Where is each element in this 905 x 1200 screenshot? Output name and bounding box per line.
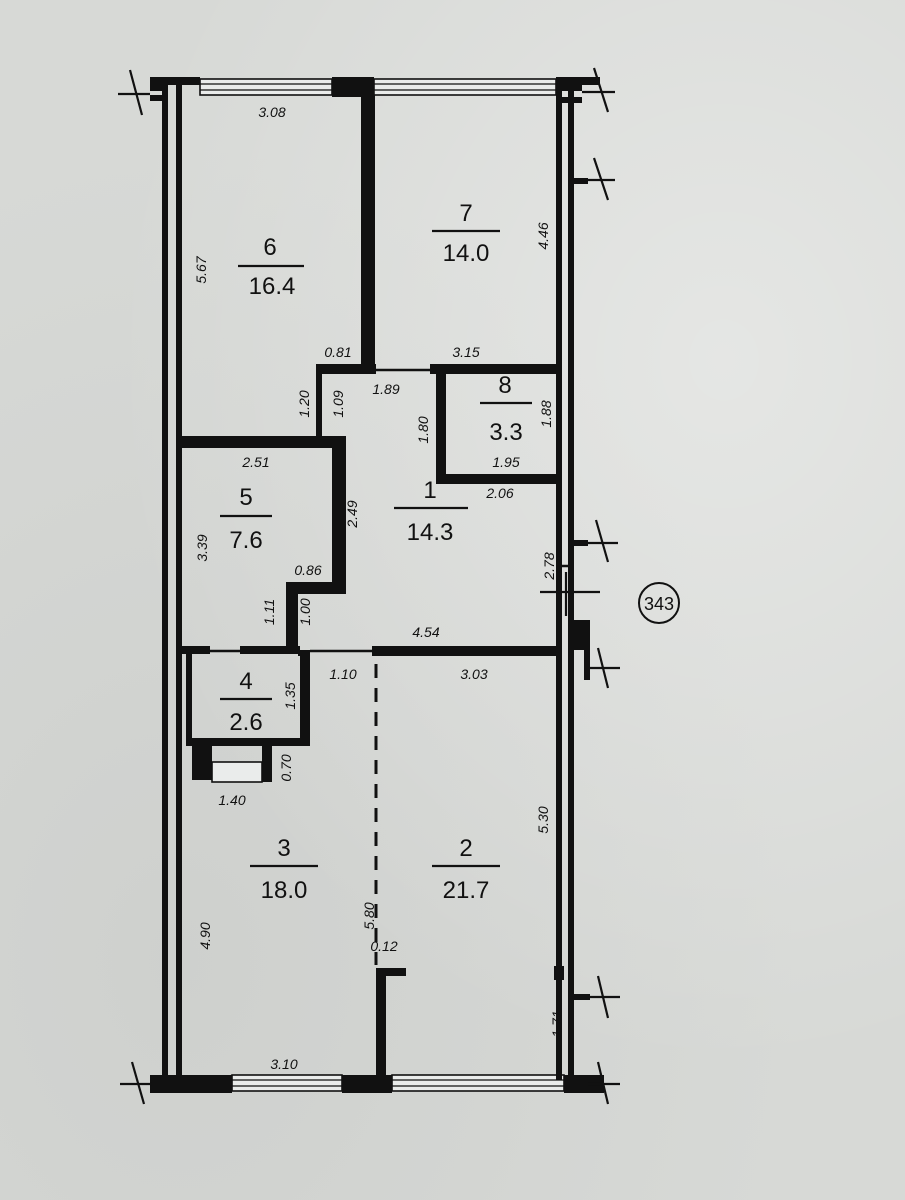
dim-2-49: 2.49 bbox=[344, 500, 360, 528]
room-7-area: 14.0 bbox=[443, 240, 490, 267]
room-2-area: 21.7 bbox=[443, 877, 490, 904]
dim-1-20: 1.20 bbox=[296, 390, 312, 417]
room-1-area: 14.3 bbox=[407, 519, 454, 546]
room-3-number: 3 bbox=[277, 835, 290, 862]
room-8-area: 3.3 bbox=[489, 419, 522, 446]
dim-3-08: 3.08 bbox=[258, 104, 285, 120]
room-4-area: 2.6 bbox=[229, 709, 262, 736]
top-window-right bbox=[373, 78, 557, 96]
interior-walls bbox=[182, 95, 564, 1078]
room-3-area: 18.0 bbox=[261, 877, 308, 904]
dim-1-35: 1.35 bbox=[282, 682, 298, 709]
outer-walls bbox=[150, 77, 604, 1093]
dim-3-39: 3.39 bbox=[194, 534, 210, 561]
dim-3-03: 3.03 bbox=[460, 666, 487, 682]
room-8-number: 8 bbox=[498, 372, 511, 399]
dim-0-12: 0.12 bbox=[370, 938, 397, 954]
room-2-label: 2 21.7 bbox=[432, 835, 500, 904]
room-5-area: 7.6 bbox=[229, 527, 262, 554]
room-1-label: 1 14.3 bbox=[394, 477, 468, 546]
room-6-number: 6 bbox=[263, 234, 276, 261]
dimension-labels: 3.08 5.67 4.46 0.81 3.15 1.20 1.09 1.89 … bbox=[193, 104, 565, 1072]
dim-4-46: 4.46 bbox=[535, 222, 551, 249]
dim-0-70: 0.70 bbox=[278, 754, 294, 781]
apartment-number: 343 bbox=[644, 594, 674, 614]
dim-2-06: 2.06 bbox=[485, 485, 513, 501]
dim-1-95: 1.95 bbox=[492, 454, 519, 470]
room-4-number: 4 bbox=[239, 668, 252, 695]
dim-2-78: 2.78 bbox=[541, 552, 557, 580]
dim-3-10: 3.10 bbox=[270, 1056, 297, 1072]
dim-4-90: 4.90 bbox=[197, 922, 213, 949]
door-lines bbox=[210, 368, 568, 653]
room-5-label: 5 7.6 bbox=[220, 484, 272, 554]
room-8-label: 8 3.3 bbox=[480, 372, 532, 446]
dim-1-71: 1.71 bbox=[549, 1010, 565, 1037]
bottom-window-right bbox=[391, 1074, 565, 1092]
dim-1-80: 1.80 bbox=[415, 416, 431, 443]
dim-0-81: 0.81 bbox=[324, 344, 351, 360]
dim-5-30: 5.30 bbox=[535, 806, 551, 833]
room-6-area: 16.4 bbox=[249, 273, 296, 300]
room-7-number: 7 bbox=[459, 200, 472, 227]
dim-4-54: 4.54 bbox=[412, 624, 439, 640]
top-window-left bbox=[199, 78, 333, 96]
room-3-label: 3 18.0 bbox=[250, 835, 318, 904]
dim-5-67: 5.67 bbox=[193, 255, 209, 283]
room-6-label: 6 16.4 bbox=[238, 234, 304, 300]
room-4-label: 4 2.6 bbox=[220, 668, 272, 736]
dim-1-10: 1.10 bbox=[329, 666, 356, 682]
dim-1-00: 1.00 bbox=[297, 598, 313, 625]
dim-1-40: 1.40 bbox=[218, 792, 245, 808]
dim-1-89: 1.89 bbox=[372, 381, 399, 397]
room-7-label: 7 14.0 bbox=[432, 200, 500, 267]
dim-5-80: 5.80 bbox=[361, 902, 377, 929]
apartment-number-badge: 343 bbox=[638, 582, 680, 624]
dim-1-88: 1.88 bbox=[538, 400, 554, 427]
bottom-window-left bbox=[231, 1074, 343, 1092]
axis-marks bbox=[118, 67, 620, 1105]
room-5-number: 5 bbox=[239, 484, 252, 511]
dim-3-15: 3.15 bbox=[452, 344, 479, 360]
dim-1-11: 1.11 bbox=[261, 599, 277, 625]
dim-1-09: 1.09 bbox=[330, 390, 346, 417]
room-2-number: 2 bbox=[459, 835, 472, 862]
dim-2-51: 2.51 bbox=[241, 454, 269, 470]
room-1-number: 1 bbox=[423, 477, 436, 504]
dim-0-86: 0.86 bbox=[294, 562, 321, 578]
